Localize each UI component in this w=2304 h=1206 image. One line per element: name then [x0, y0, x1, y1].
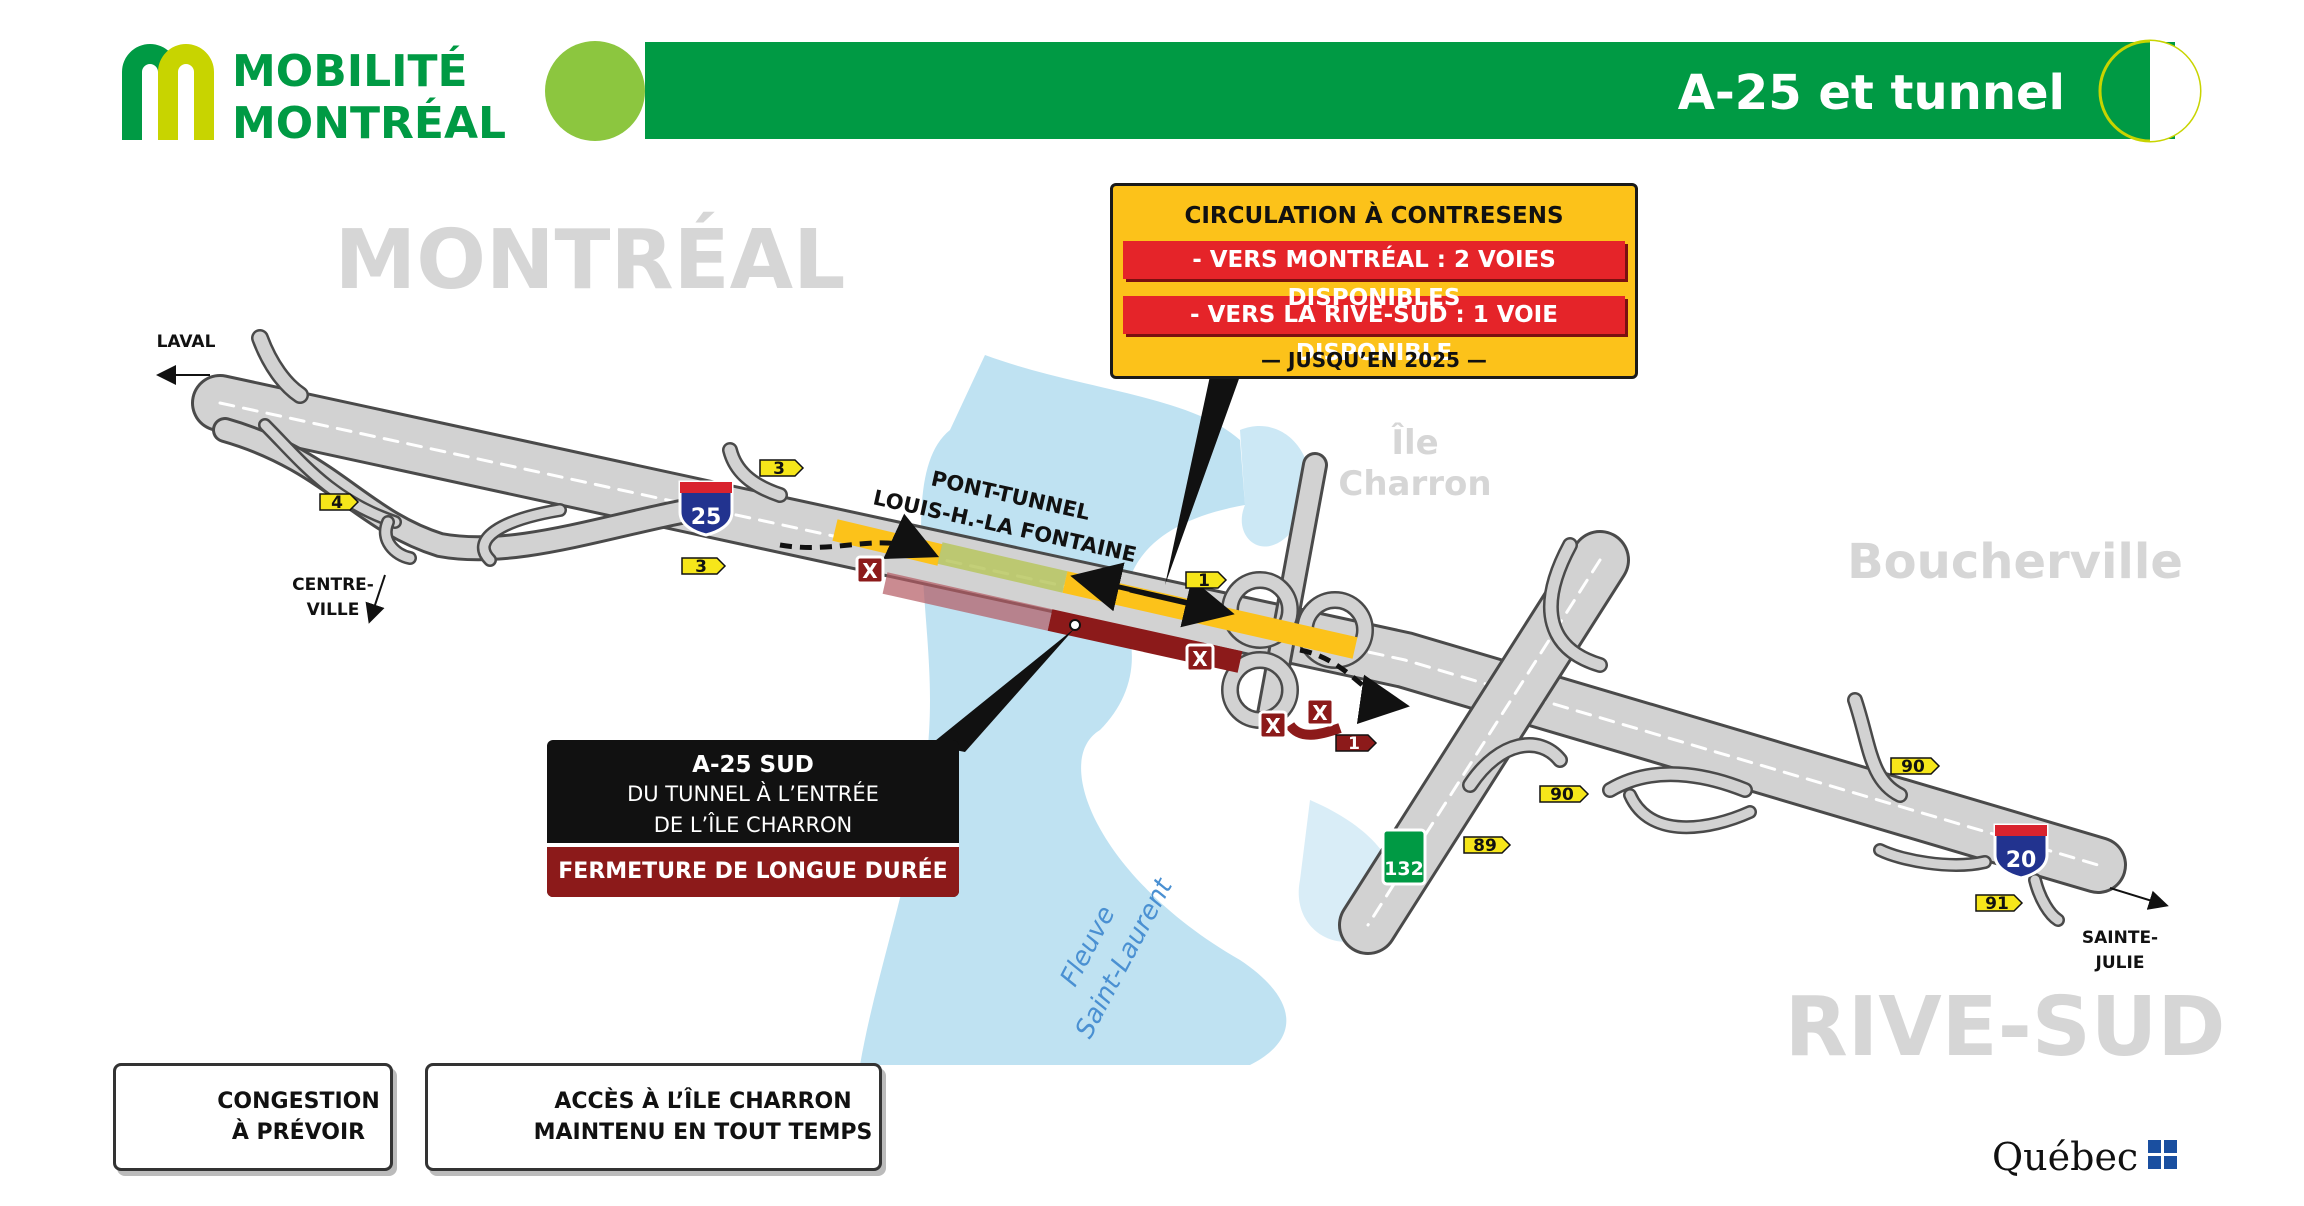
svg-text:1: 1: [1198, 571, 1210, 591]
exit-sign-1-closed: 1: [1335, 734, 1378, 754]
legend-access: ACCÈS À L’ÎLE CHARRON MAINTENU EN TOUT T…: [425, 1063, 882, 1171]
svg-text:25: 25: [691, 505, 722, 530]
exit-sign-90: 90: [1890, 757, 1941, 777]
closure-line-2: DE L’ÎLE CHARRON: [653, 813, 853, 837]
closure-callout: A-25 SUD DU TUNNEL À L’ENTRÉE DE L’ÎLE C…: [547, 740, 959, 897]
closure-symbol: X: [1312, 701, 1328, 725]
closure-point: [1069, 619, 1081, 631]
region-label-rive-sud: RIVE-SUD: [1785, 980, 2226, 1075]
region-label-ile-charron: Île: [1391, 422, 1438, 463]
svg-text:132: 132: [1384, 858, 1424, 880]
contresens-title: CIRCULATION À CONTRESENS: [1184, 203, 1564, 229]
route-132-shield-icon: 132: [1381, 828, 1427, 886]
page-title: A-25 et tunnel: [1678, 65, 2065, 121]
closure-symbol: X: [1265, 714, 1281, 738]
exit-sign-3: 3: [759, 459, 805, 479]
closure-line-1: DU TUNNEL À L’ENTRÉE: [627, 782, 879, 806]
region-label-ile-charron: Charron: [1338, 464, 1491, 504]
header-bar: A-25 et tunnel: [545, 39, 2202, 143]
closure-icon: X: [855, 555, 885, 585]
legend-access-line-2: MAINTENU EN TOUT TEMPS: [533, 1120, 873, 1145]
legend-congestion-line-1: CONGESTION: [217, 1089, 380, 1114]
closure-icon: X: [1305, 697, 1335, 727]
closure-symbol: X: [1192, 647, 1208, 671]
contresens-line-montreal: - VERS MONTRÉAL : 2 VOIES DISPONIBLES: [1123, 241, 1625, 311]
contresens-footer: — JUSQU’EN 2025 —: [1261, 348, 1487, 372]
svg-text:20: 20: [2006, 848, 2037, 873]
destination-centre-ville: VILLE: [307, 600, 360, 620]
svg-text:3: 3: [695, 557, 707, 577]
closure-icon: X: [1258, 710, 1288, 740]
closure-icon: X: [1185, 643, 1215, 673]
exit-sign-3: 3: [681, 557, 727, 577]
exit-sign-4: 4: [319, 493, 360, 513]
direction-arrows: [156, 365, 2169, 910]
exit-sign-1: 1: [1185, 571, 1228, 591]
destination-sainte-julie: SAINTE-: [2082, 928, 2158, 948]
legend-congestion: CONGESTION À PRÉVOIR: [113, 1063, 393, 1171]
closure-symbol: X: [862, 559, 878, 583]
closure-title: A-25 SUD: [692, 752, 814, 778]
closure-status: FERMETURE DE LONGUE DURÉE: [547, 843, 959, 897]
contresens-pointer: [1165, 376, 1240, 585]
exit-sign-91: 91: [1975, 894, 2024, 914]
svg-text:4: 4: [331, 493, 343, 513]
closure-pointer: [930, 628, 1075, 752]
destination-laval: LAVAL: [157, 332, 216, 352]
svg-text:90: 90: [1901, 757, 1925, 777]
a25-shield-icon: 25: [678, 480, 734, 537]
quebec-wordmark: Québec: [1992, 1135, 2138, 1179]
region-label-boucherville: Boucherville: [1847, 534, 2183, 590]
svg-text:91: 91: [1985, 894, 2009, 914]
exit-sign-89: 89: [1463, 836, 1512, 856]
contresens-line-rive-sud: - VERS LA RIVE-SUD : 1 VOIE DISPONIBLE: [1123, 296, 1625, 366]
svg-text:89: 89: [1473, 836, 1497, 856]
legend-congestion-line-2: À PRÉVOIR: [231, 1120, 366, 1145]
svg-text:90: 90: [1550, 785, 1574, 805]
brand-line-2: MONTRÉAL: [232, 96, 506, 149]
legend-access-line-1: ACCÈS À L’ÎLE CHARRON: [554, 1089, 852, 1114]
a20-shield-icon: 20: [1993, 823, 2049, 880]
contresens-callout: CIRCULATION À CONTRESENS - VERS MONTRÉAL…: [1110, 183, 1638, 379]
svg-text:3: 3: [773, 459, 785, 479]
exit-sign-90: 90: [1539, 785, 1590, 805]
svg-text:1: 1: [1348, 734, 1360, 754]
region-label-montreal: MONTRÉAL: [335, 212, 846, 308]
quebec-logo: Québec: [1992, 1135, 2177, 1179]
mobilite-montreal-logo: MOBILITÉ MONTRÉAL: [122, 44, 506, 149]
brand-line-1: MOBILITÉ: [232, 44, 468, 97]
destination-centre-ville: CENTRE-: [292, 575, 374, 595]
destination-sainte-julie: JULIE: [2095, 953, 2145, 973]
